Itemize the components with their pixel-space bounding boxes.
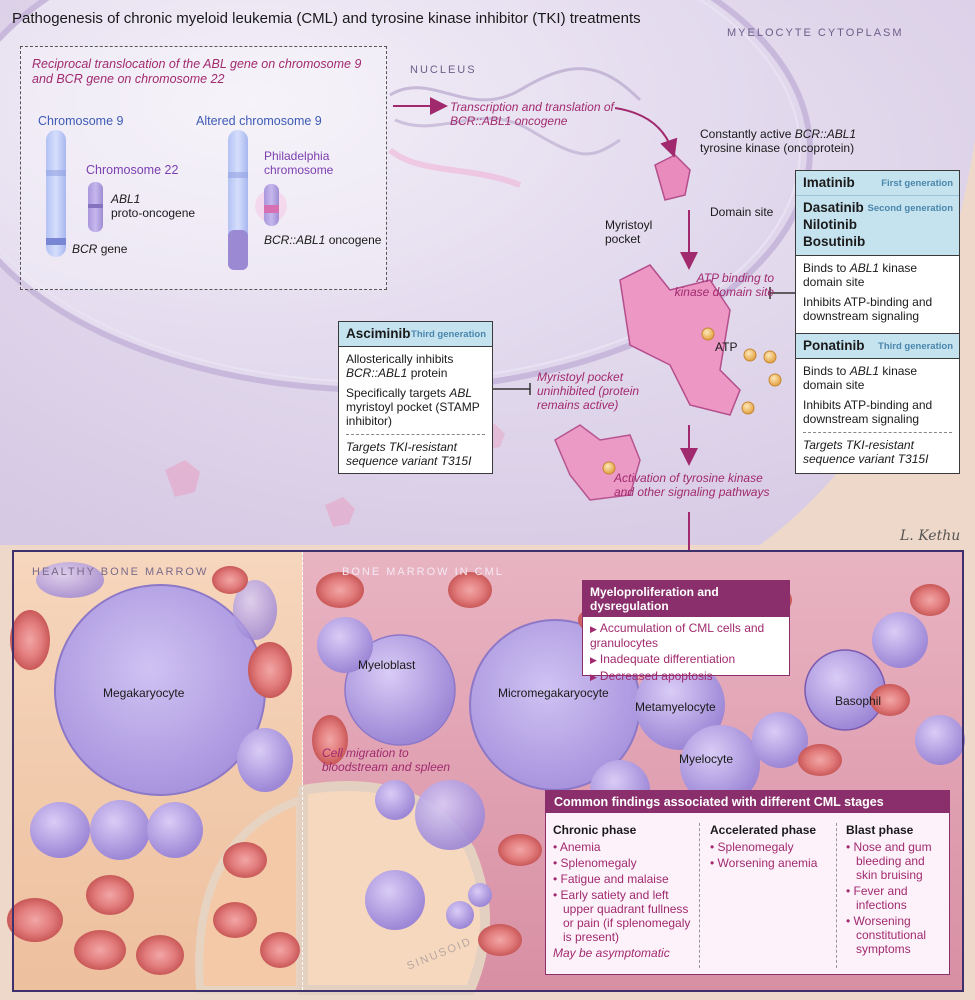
myristoyl-pocket-label: Myristoyl pocket <box>605 218 653 246</box>
atp-binding-label: ATP binding to kinase domain site <box>674 271 774 299</box>
drug-name-imatinib: Imatinib <box>803 175 855 190</box>
region-label-cml-marrow: BONE MARROW IN CML <box>342 566 504 578</box>
list-item: • Early satiety and left upper quadrant … <box>553 888 691 944</box>
cell-label-metamyelocyte: Metamyelocyte <box>635 700 716 714</box>
abl1-label: ABL1 <box>111 192 141 206</box>
accelerated-phase-title: Accelerated phase <box>710 823 817 837</box>
second-gen-header: Dasatinib Nilotinib Bosutinib Second gen… <box>796 196 959 255</box>
activation-label: Activation of tyrosine kinase and other … <box>614 471 770 499</box>
asciminib-specific-text: Specifically targets ABL myristoyl pocke… <box>346 386 480 428</box>
chromosome-9-label: Chromosome 9 <box>38 114 124 128</box>
artist-signature: L. Kethu <box>900 528 961 544</box>
asciminib-header: Asciminib Third generation <box>339 322 492 347</box>
chronic-phase-title: Chronic phase <box>553 823 637 837</box>
gen12-mechanism: Binds to ABL1 kinase domain site Inhibit… <box>796 255 959 333</box>
asciminib-allo-text: Allosterically inhibits BCR::ABL1 protei… <box>346 352 454 380</box>
drug-name-bosutinib: Bosutinib <box>803 234 866 249</box>
column-separator <box>699 823 700 968</box>
proto-oncogene-label: proto-oncogene <box>111 206 196 220</box>
blast-phase-column: Blast phase • Nose and gum bleeding and … <box>846 823 946 958</box>
list-item: • Fatigue and malaise <box>553 872 669 886</box>
altered-chromosome-9-label: Altered chromosome 9 <box>196 114 322 128</box>
accelerated-phase-list: • Splenomegaly • Worsening anemia <box>710 840 830 870</box>
region-label-healthy-marrow: HEALTHY BONE MARROW <box>32 566 209 578</box>
myristoyl-uninhibited-label: Myristoyl pocket uninhibited (protein re… <box>537 370 640 412</box>
list-item: • Worsening constitutional symptoms <box>846 914 927 956</box>
gen12-binds-text: Binds to ABL1 kinase domain site <box>803 261 918 289</box>
first-gen-header: Imatinib First generation <box>796 171 959 196</box>
asciminib-targets-text: Targets TKI-resistant sequence variant T… <box>346 440 472 468</box>
translocation-title: Reciprocal translocation of the ABL gene… <box>32 57 362 86</box>
drug-name-asciminib: Asciminib <box>346 326 411 341</box>
asciminib-box: Asciminib Third generation Allostericall… <box>338 321 493 474</box>
ponatinib-mechanism: Binds to ABL1 kinase domain site Inhibit… <box>796 358 959 476</box>
asciminib-separator <box>346 434 485 435</box>
list-item: ▶Decreased apoptosis <box>590 669 713 683</box>
transcription-label: Transcription and translation of BCR::AB… <box>450 100 614 128</box>
myeloproliferation-list: ▶Accumulation of CML cells and granulocy… <box>583 617 789 690</box>
list-item: ▶Accumulation of CML cells and granulocy… <box>590 621 765 650</box>
list-item: • Anemia <box>553 840 601 854</box>
drug-name-nilotinib: Nilotinib <box>803 217 857 232</box>
drug-name-dasatinib: Dasatinib <box>803 200 864 215</box>
column-separator <box>836 823 837 968</box>
cell-label-basophil: Basophil <box>835 694 882 708</box>
translocation-box <box>20 46 387 290</box>
list-item: ▶Inadequate differentiation <box>590 652 736 666</box>
list-item: • Splenomegaly <box>710 840 794 854</box>
ponatinib-header: Ponatinib Third generation <box>796 333 959 358</box>
ponatinib-binds-text: Binds to ABL1 kinase domain site <box>803 364 918 392</box>
gen12-inhibits-text: Inhibits ATP-binding and downstream sign… <box>803 295 933 323</box>
accelerated-phase-column: Accelerated phase • Splenomegaly • Worse… <box>710 823 830 872</box>
atp-label: ATP <box>715 340 738 354</box>
list-item: • Worsening anemia <box>710 856 818 870</box>
chronic-phase-list: • Anemia • Splenomegaly • Fatigue and ma… <box>553 840 701 944</box>
myeloproliferation-box: Myeloproliferation and dysregulation ▶Ac… <box>582 580 790 683</box>
cell-label-megakaryocyte: Megakaryocyte <box>103 686 185 700</box>
region-label-nucleus: NUCLEUS <box>410 64 477 76</box>
region-label-cytoplasm: MYELOCYTE CYTOPLASM <box>727 27 904 39</box>
bcr-abl1-oncogene-label: BCR::ABL1 oncogene <box>264 233 382 247</box>
asciminib-mechanism: Allosterically inhibits BCR::ABL1 protei… <box>339 347 492 478</box>
tki-drug-box: Imatinib First generation Dasatinib Nilo… <box>795 170 960 474</box>
philadelphia-chromosome-label: Philadelphia chromosome <box>264 149 334 177</box>
cell-label-micromegakaryocyte: Micromegakaryocyte <box>498 686 609 700</box>
active-kinase-label: Constantly active BCR::ABL1 tyrosine kin… <box>700 127 857 155</box>
list-item: • Fever and infections <box>846 884 908 912</box>
bcr-gene-label: BCR gene <box>72 242 128 256</box>
cell-migration-label: Cell migration to bloodstream and spleen <box>322 746 451 774</box>
ponatinib-separator <box>803 432 952 433</box>
chromosome-22-label: Chromosome 22 <box>86 163 179 177</box>
domain-site-label: Domain site <box>710 205 774 219</box>
second-gen-label: Second generation <box>867 203 953 214</box>
blast-phase-title: Blast phase <box>846 823 914 837</box>
common-findings-box: Common findings associated with differen… <box>545 790 950 975</box>
ponatinib-gen-label: Third generation <box>878 341 953 352</box>
panel-divider <box>302 552 303 990</box>
first-gen-label: First generation <box>881 178 953 189</box>
ponatinib-targets-text: Targets TKI-resistant sequence variant T… <box>803 438 929 466</box>
cell-label-myeloblast: Myeloblast <box>358 658 416 672</box>
asciminib-gen-label: Third generation <box>411 329 486 340</box>
myeloproliferation-title: Myeloproliferation and dysregulation <box>583 581 789 617</box>
chronic-phase-column: Chronic phase • Anemia • Splenomegaly • … <box>553 823 701 960</box>
figure-title: Pathogenesis of chronic myeloid leukemia… <box>12 10 641 27</box>
drug-name-ponatinib: Ponatinib <box>803 338 865 353</box>
cell-label-myelocyte: Myelocyte <box>679 752 734 766</box>
chronic-phase-note: May be asymptomatic <box>553 946 670 960</box>
common-findings-title: Common findings associated with differen… <box>546 791 949 813</box>
bone-marrow-panel <box>12 550 964 992</box>
list-item: • Splenomegaly <box>553 856 637 870</box>
ponatinib-inhibits-text: Inhibits ATP-binding and downstream sign… <box>803 398 933 426</box>
blast-phase-list: • Nose and gum bleeding and skin bruisin… <box>846 840 946 956</box>
list-item: • Nose and gum bleeding and skin bruisin… <box>846 840 932 882</box>
